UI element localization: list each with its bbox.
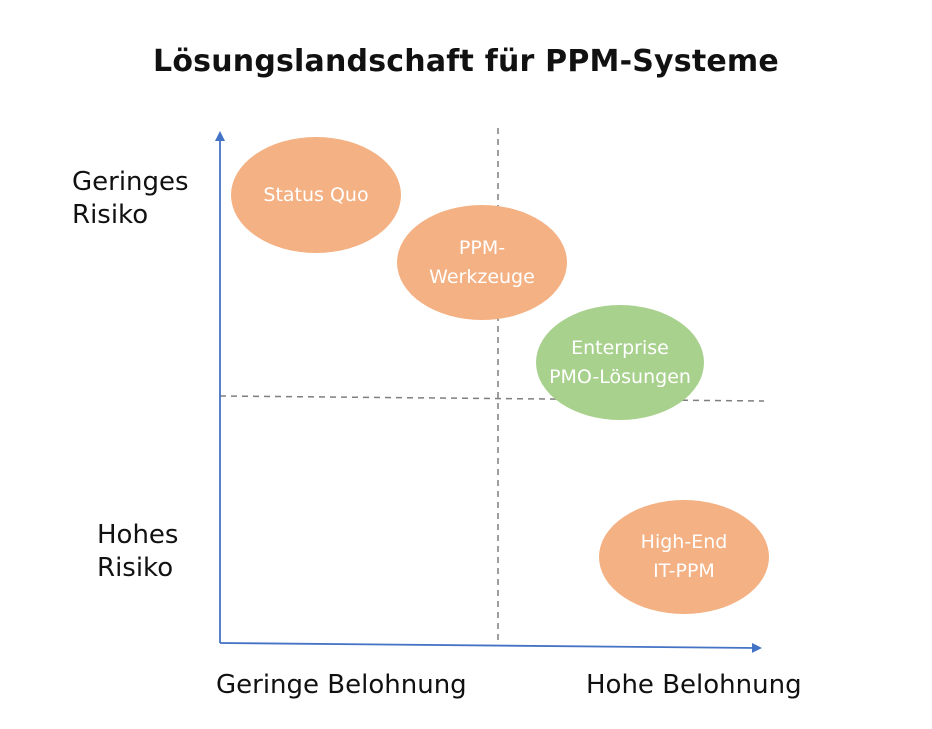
bubble-ppm-werkzeuge: PPM- Werkzeuge bbox=[397, 205, 567, 320]
bubble-high-end-it-ppm: High-End IT-PPM bbox=[599, 500, 769, 614]
bubble-label: High-End IT-PPM bbox=[640, 531, 728, 582]
bubble-status-quo: Status Quo bbox=[231, 137, 401, 253]
bubble-label: PPM- Werkzeuge bbox=[429, 236, 535, 288]
bubble-label: Enterprise PMO-Lösungen bbox=[549, 336, 691, 388]
x-axis-right-label: Hohe Belohnung bbox=[586, 670, 802, 700]
bubble-label: Status Quo bbox=[263, 183, 369, 206]
bubble-enterprise-pmo: Enterprise PMO-Lösungen bbox=[536, 305, 704, 420]
x-axis-line bbox=[219, 642, 762, 653]
page-title: Lösungslandschaft für PPM-Systeme bbox=[153, 44, 779, 79]
y-axis-top-label: Geringes Risiko bbox=[72, 167, 189, 230]
y-axis-bottom-label: Hohes Risiko bbox=[97, 520, 179, 583]
x-axis-left-label: Geringe Belohnung bbox=[216, 670, 467, 700]
